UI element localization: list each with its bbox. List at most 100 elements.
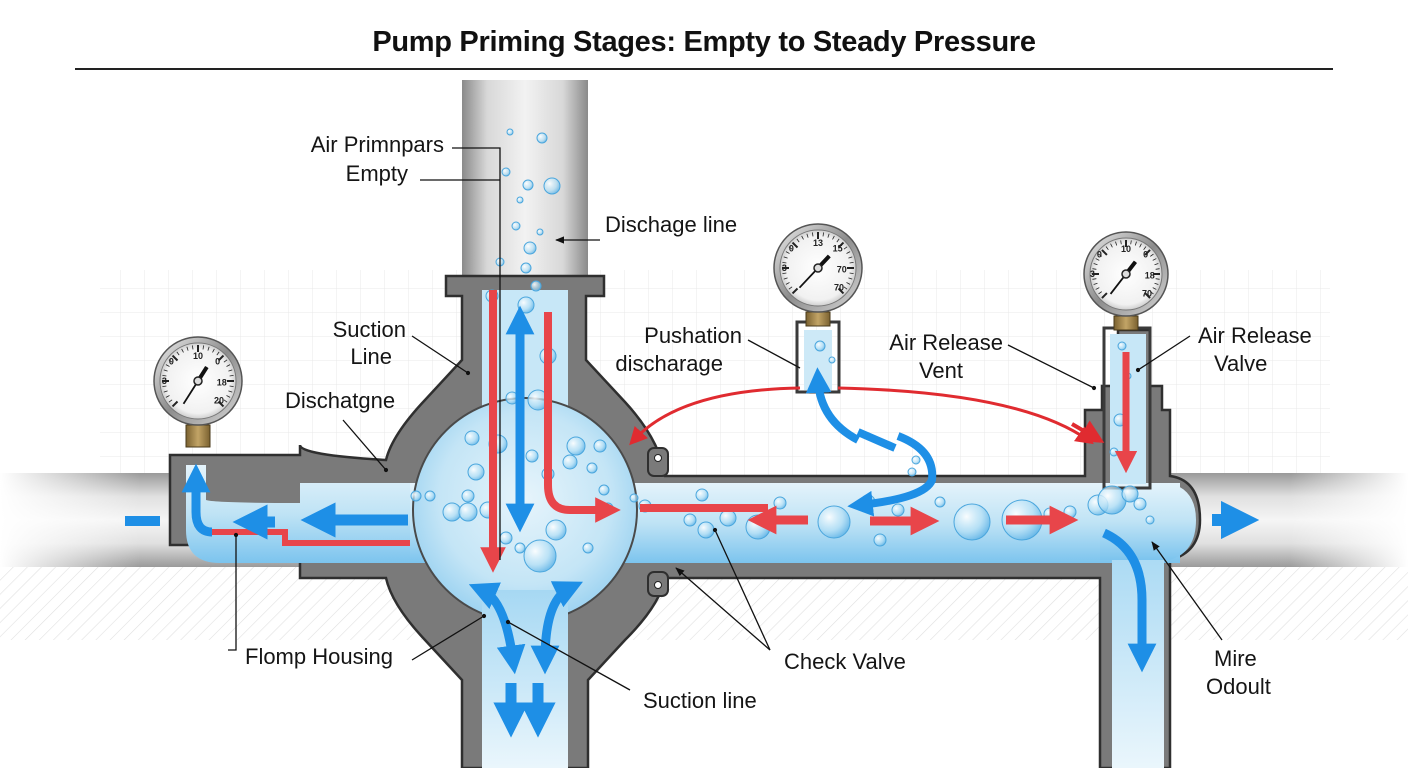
outlet-outer-pipe bbox=[1160, 473, 1408, 567]
gauge-tick bbox=[229, 385, 234, 388]
label-dischatgne: Dischatgne bbox=[285, 388, 395, 413]
gauge-tick bbox=[1120, 240, 1122, 245]
bubble bbox=[511, 221, 521, 231]
bubble bbox=[543, 177, 561, 195]
gauge-tick bbox=[783, 277, 788, 280]
label-air-release-valve-2: Valve bbox=[1214, 351, 1267, 376]
leader-air-release-vent bbox=[1007, 344, 1097, 391]
bubble bbox=[582, 542, 594, 554]
bubble bbox=[1117, 341, 1127, 351]
label-dischage-line: Dischage line bbox=[605, 212, 737, 237]
gauge-tick bbox=[1101, 249, 1108, 256]
gauge-tick-label: 18 bbox=[1145, 270, 1155, 280]
gauge-tick bbox=[226, 364, 231, 367]
bubble bbox=[458, 502, 478, 522]
gauge-tick bbox=[801, 235, 804, 240]
label-mire: Mire bbox=[1214, 646, 1257, 671]
gauge-tick-label: 3 bbox=[782, 263, 787, 273]
bubble bbox=[523, 241, 537, 255]
leader-air-release-valve bbox=[1135, 335, 1191, 373]
leader-flomp-housing-right bbox=[411, 613, 487, 661]
bubble bbox=[1063, 505, 1077, 519]
label-flomp-housing: Flomp Housing bbox=[245, 644, 393, 669]
gauge-tick-label: 0 bbox=[215, 356, 220, 366]
gauge-tick bbox=[168, 359, 173, 363]
gauge-tick bbox=[785, 282, 790, 285]
gauge-stem bbox=[1113, 315, 1139, 331]
gauge-tick bbox=[1095, 258, 1100, 261]
gauge-tick-label: 3 bbox=[162, 376, 167, 386]
label-suction-line-top-1: Suction bbox=[333, 317, 406, 342]
label-suction-line-top-2: Line bbox=[350, 344, 392, 369]
leader-lines bbox=[228, 147, 1223, 691]
bubble bbox=[410, 490, 422, 502]
gauge-tick bbox=[849, 272, 854, 275]
gauge-tick bbox=[1150, 291, 1154, 295]
gauge-tick bbox=[162, 385, 167, 388]
bubble bbox=[1133, 497, 1147, 511]
label-air-primnpars: Air Primnpars bbox=[311, 132, 444, 157]
bubble bbox=[514, 542, 526, 554]
gauge-tick-label: 10 bbox=[1121, 244, 1131, 254]
bubble bbox=[520, 262, 532, 274]
bubble bbox=[461, 489, 475, 503]
bubble bbox=[586, 462, 598, 474]
air-arrow-riser-in bbox=[1070, 420, 1105, 443]
gauge-stem bbox=[185, 424, 211, 448]
gauge-tick-label: 70 bbox=[1142, 289, 1152, 299]
gauge-tick bbox=[216, 351, 220, 356]
gauge-tick bbox=[1092, 278, 1097, 280]
gauge-tick bbox=[796, 238, 800, 243]
gauge-tick bbox=[822, 232, 825, 237]
bubble bbox=[1097, 485, 1127, 515]
gauge-tick bbox=[785, 251, 790, 254]
bubble bbox=[442, 502, 462, 522]
gauge-tick bbox=[848, 256, 853, 259]
bubble bbox=[697, 521, 715, 539]
bubble bbox=[1145, 515, 1155, 525]
gauge-tick bbox=[827, 233, 830, 238]
gauge-tick bbox=[837, 241, 845, 249]
gauge-tick-label: 20 bbox=[214, 396, 224, 406]
water-arrow-pulsation-up bbox=[805, 367, 860, 444]
gauge-tick bbox=[1093, 263, 1098, 266]
bubble bbox=[953, 503, 991, 541]
gauge-hub bbox=[1121, 269, 1131, 279]
gauge-tick bbox=[1144, 292, 1151, 299]
bubble bbox=[817, 505, 851, 539]
bubble bbox=[629, 493, 639, 503]
gauge-tick-label: 13 bbox=[813, 238, 823, 248]
gauge-tick bbox=[163, 369, 168, 372]
gauge-tick bbox=[837, 287, 845, 295]
gauge-tick bbox=[811, 232, 814, 237]
gauge-tick bbox=[1095, 287, 1100, 290]
label-pushation-1: Pushation bbox=[644, 323, 742, 348]
gauge-tick bbox=[1155, 268, 1160, 270]
bubble bbox=[464, 430, 480, 446]
gauge-tick-label: 0 bbox=[169, 356, 174, 366]
gauge-tick bbox=[1155, 278, 1160, 280]
label-suction-line-bottom: Suction line bbox=[643, 688, 757, 713]
gauge-tick bbox=[849, 261, 854, 264]
bubble bbox=[536, 132, 548, 144]
gauge-tick bbox=[171, 354, 179, 362]
water-arrow-pulsation-dash bbox=[856, 428, 897, 452]
gauge-tick bbox=[791, 287, 799, 295]
gauge-tick bbox=[181, 348, 184, 353]
gauge-tick-label: 18 bbox=[217, 377, 227, 387]
gauge-tick bbox=[782, 272, 787, 275]
bubble bbox=[873, 533, 887, 547]
leader-suction-line-bottom bbox=[505, 619, 631, 691]
gauge-tick bbox=[846, 282, 851, 285]
gauge-stem bbox=[805, 311, 831, 327]
bubble bbox=[773, 496, 787, 510]
gauge-hub bbox=[813, 263, 823, 273]
water-arrow-inlet-up bbox=[181, 463, 213, 537]
gauge-tick bbox=[1154, 282, 1159, 285]
bubble bbox=[566, 436, 586, 456]
diagram-title: Pump Priming Stages: Empty to Steady Pre… bbox=[372, 26, 1036, 58]
gauge-tick-label: 0 bbox=[1143, 249, 1148, 259]
